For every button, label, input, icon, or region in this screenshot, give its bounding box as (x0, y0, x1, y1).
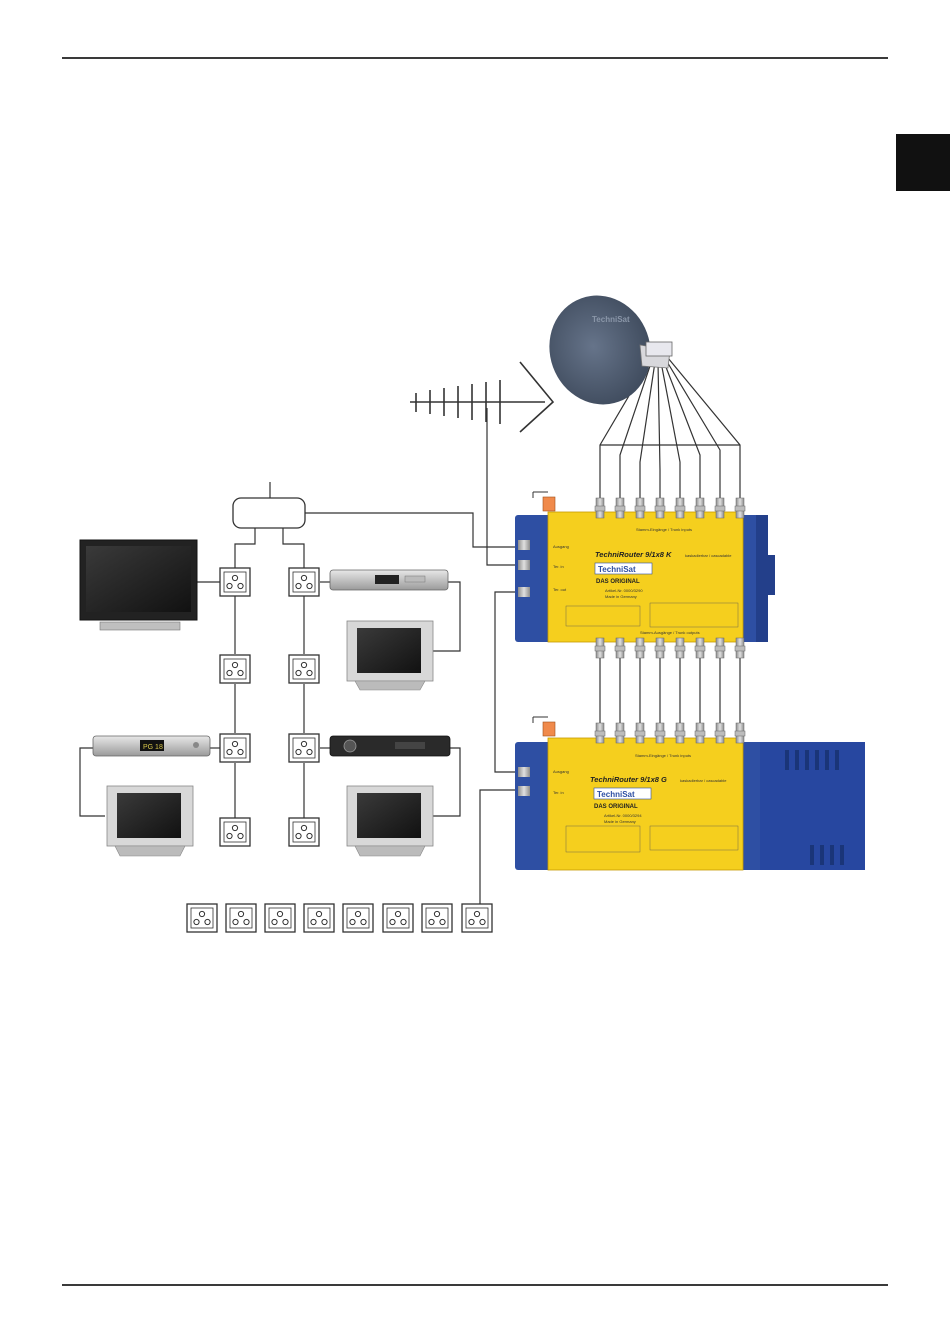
flat-tv (79, 539, 198, 631)
router-top-output-caption: Stamm-Ausgänge / Trunk outputs (640, 630, 700, 635)
router-bottom-tagline: DAS ORIGINAL (594, 804, 638, 810)
multiswitch-router-bottom: TechniRouter 9/1x8 G kaskadierbar / casc… (515, 716, 865, 871)
cables (79, 357, 741, 905)
router-top-article: Artikel-Nr. 0000/3290 (605, 588, 643, 593)
wall-socket-icon (461, 903, 493, 933)
satellite-dish: TechniSat (549, 295, 673, 405)
wall-socket-icon (219, 733, 251, 763)
router-top-suffix: kaskadierbar / cascadable (685, 553, 732, 558)
wall-sockets-bottom-row (186, 903, 493, 933)
router-top-tagline: DAS ORIGINAL (596, 579, 640, 585)
satellite-receiver (329, 569, 449, 591)
router-bottom-brand: TechniSat (597, 790, 635, 799)
digital-receiver: PG 18 (92, 735, 211, 757)
section-tab (896, 134, 950, 191)
crt-monitor (106, 785, 194, 857)
wall-socket-icon (288, 567, 320, 597)
router-bottom-product: TechniRouter 9/1x8 G (590, 775, 667, 784)
wall-socket-icon (288, 654, 320, 684)
router-top-input-caption: Stamm-Eingänge / Trunk inputs (636, 527, 692, 532)
wall-socket-icon (303, 903, 335, 933)
crt-monitor (346, 620, 434, 691)
wall-socket-icon (219, 817, 251, 847)
psu-vents (785, 750, 844, 865)
wall-socket-icon (342, 903, 374, 933)
router-top-label-ter-in: Ter. in (553, 564, 564, 569)
quattro-lnb (645, 341, 673, 357)
router-bottom-label-out: Ausgang (553, 769, 569, 774)
multiswitch-router-top: TechniRouter 9/1x8 K kaskadierbar / casc… (515, 491, 775, 659)
router-top-brand: TechniSat (598, 565, 636, 574)
footer-rule (62, 1284, 888, 1286)
wall-socket-icon (225, 903, 257, 933)
router-bottom-article: Artikel-Nr. 0000/3294 (604, 813, 642, 818)
wall-socket-icon (288, 733, 320, 763)
wall-socket-icon (219, 654, 251, 684)
dish-brand-label: TechniSat (592, 315, 630, 324)
crt-monitor (346, 785, 434, 857)
wall-socket-icon (264, 903, 296, 933)
receiver-display: PG 18 (143, 744, 163, 751)
header-rule (62, 57, 888, 59)
terrestrial-antenna (410, 361, 555, 433)
router-top-label-out: Ausgang (553, 544, 569, 549)
wall-socket-icon (421, 903, 453, 933)
wall-socket-icon (219, 567, 251, 597)
splitter (232, 497, 306, 529)
router-bottom-label-ter-in: Ter. in (553, 790, 564, 795)
router-bottom-made-in: Made in Germany (604, 819, 636, 824)
wall-socket-icon (382, 903, 414, 933)
router-top-label-ter-out: Ter. out (553, 587, 567, 592)
ground-terminal (542, 721, 556, 737)
router-bottom-suffix: kaskadierbar / cascadable (680, 778, 727, 783)
wall-socket-icon (288, 817, 320, 847)
wall-socket-icon (186, 903, 218, 933)
ground-terminal (542, 496, 556, 512)
router-top-made-in: Made in Germany (605, 594, 637, 599)
router-top-product: TechniRouter 9/1x8 K (595, 550, 672, 559)
router-bottom-input-caption: Stamm-Eingänge / Trunk inputs (635, 753, 691, 758)
hd-receiver (329, 735, 451, 757)
